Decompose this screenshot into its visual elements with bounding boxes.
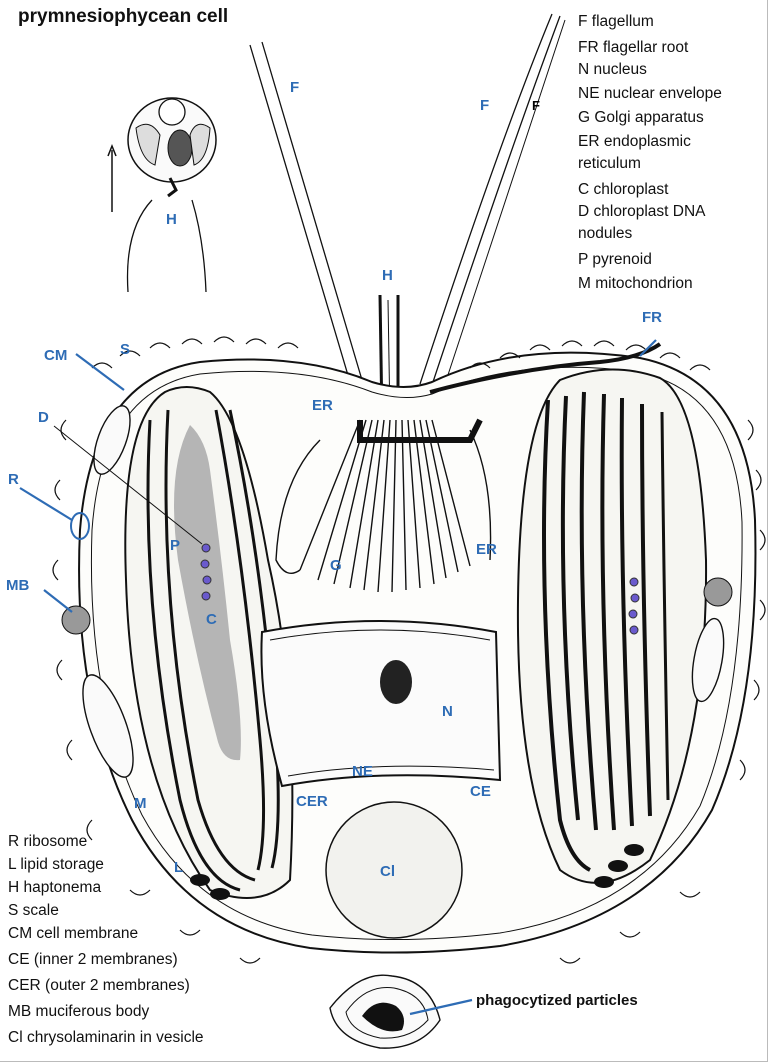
legend-item: P pyrenoid [578,251,652,268]
legend-item: reticulum [578,155,641,172]
legend-item: S scale [8,902,59,919]
label-mb: MB [6,577,29,594]
chloroplast-right [516,368,708,884]
label-c: C [206,611,217,628]
legend-item: N nucleus [578,61,647,78]
legend-item: CM cell membrane [8,925,139,942]
label-s: S [120,341,130,358]
legend-item: nodules [578,225,633,242]
diagram-title: prymnesiophycean cell [18,6,229,27]
label-f1: F [290,79,299,96]
label-r: R [8,471,19,488]
legend-item: G Golgi apparatus [578,109,704,126]
label-ce: CE [470,783,491,800]
label-p: P [170,537,180,554]
mitochondria [82,405,725,778]
legend-bottom: R ribosome L lipid storage H haptonema S… [8,834,204,1054]
chloroplast-left [124,386,294,899]
legend-item: F flagellum [578,13,654,30]
inset-cell [107,97,217,293]
label-cer: CER [296,793,328,810]
label-h-small: H [166,211,177,228]
phagocytized-label: phagocytized particles [476,992,638,1009]
label-l: L [174,859,183,876]
flagellar-root [429,342,662,394]
ribosome-marker [70,512,90,540]
golgi [275,418,492,593]
label-d: D [38,409,49,426]
label-fr: FR [642,309,662,326]
label-m: M [134,795,147,812]
label-cl: Cl [380,863,395,880]
label-n: N [442,703,453,720]
muciferous-body-right [703,577,733,607]
chrysolaminarin-vesicle [325,801,463,939]
legend-item: ER endoplasmic [578,133,691,150]
legend-item: MB muciferous body [8,1003,150,1020]
label-f3: F [532,98,540,113]
legend-top: F flagellum FR flagellar root N nucleus … [578,14,722,300]
legend-item: Cl chrysolaminarin in vesicle [8,1029,204,1046]
legend-item: NE nuclear envelope [578,85,722,102]
label-g: G [330,557,342,574]
label-h-main: H [382,267,393,284]
phagocytized-particles [329,974,441,1049]
legend-item: CER (outer 2 membranes) [8,977,190,994]
scales [52,336,766,964]
nucleus [260,620,502,788]
muciferous-body-left [61,605,91,635]
legend-item: L lipid storage [8,856,104,873]
label-ne: NE [352,763,373,780]
structure-labels: F F F H H FR CM S ER D R P ER G MB C N N… [6,79,662,880]
label-cm: CM [44,347,67,364]
dna-leader [53,425,203,545]
label-er-top: ER [312,397,333,414]
label-er-right: ER [476,541,497,558]
leader-lines [19,339,657,1016]
legend-item: D chloroplast DNA [578,203,706,220]
legend-item: C chloroplast [578,181,669,198]
lipid-storage [190,844,644,900]
legend-item: FR flagellar root [578,39,689,56]
label-f2: F [480,97,489,114]
legend-item: H haptonema [8,879,102,896]
legend-item: M mitochondrion [578,275,693,292]
legend-item: CE (inner 2 membranes) [8,951,178,968]
legend-item: R ribosome [8,833,88,850]
